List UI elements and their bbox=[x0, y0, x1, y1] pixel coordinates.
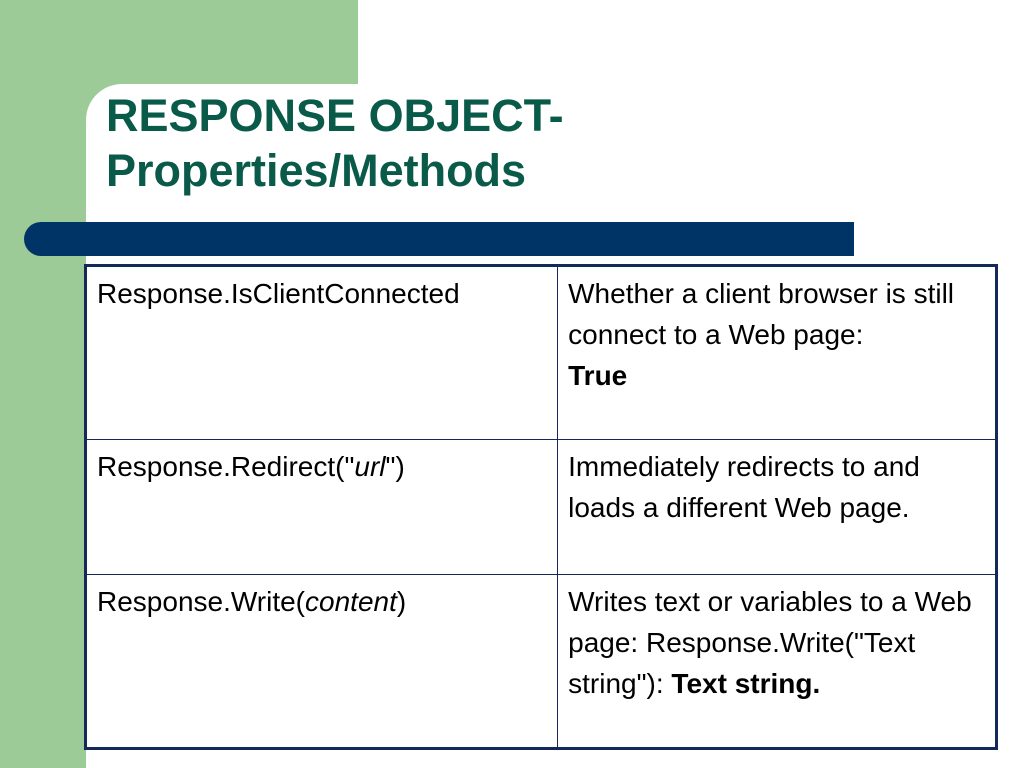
property-return-value: True bbox=[568, 360, 628, 391]
property-description: Writes text or variables to a Web page: bbox=[568, 586, 972, 658]
property-description: Immediately redirects to and loads a dif… bbox=[568, 451, 920, 523]
table-row: Response.Redirect("url") Immediately red… bbox=[84, 439, 997, 575]
table-row: Response.IsClientConnected Whether a cli… bbox=[84, 265, 997, 440]
slide-title: RESPONSE OBJECT- Properties/Methods bbox=[106, 88, 564, 198]
method-name-prefix: Response.Redirect(" bbox=[97, 451, 355, 482]
method-name-prefix: Response.Write( bbox=[97, 586, 306, 617]
slide-title-line-1: RESPONSE OBJECT- bbox=[106, 90, 564, 141]
property-name-cell: Response.IsClientConnected bbox=[84, 265, 559, 440]
property-description: Whether a client browser is still connec… bbox=[568, 278, 955, 350]
method-argument: content bbox=[305, 586, 397, 617]
property-name-cell: Response.Write(content) bbox=[84, 574, 559, 749]
table-row: Response.Write(content) Writes text or v… bbox=[84, 574, 997, 749]
title-underline-bar bbox=[24, 222, 854, 256]
method-argument: url bbox=[354, 451, 386, 482]
property-description-cell: Whether a client browser is still connec… bbox=[557, 265, 997, 440]
property-name-cell: Response.Redirect("url") bbox=[84, 439, 559, 575]
method-name-suffix: ) bbox=[396, 586, 407, 617]
properties-table: Response.IsClientConnected Whether a cli… bbox=[84, 264, 998, 750]
property-description-cell: Writes text or variables to a Web page: … bbox=[557, 574, 997, 749]
code-example: Response.Write("Text string"): bbox=[568, 627, 916, 699]
property-description-cell: Immediately redirects to and loads a dif… bbox=[557, 439, 997, 575]
property-name: Response.IsClientConnected bbox=[97, 278, 460, 309]
slide-title-line-2: Properties/Methods bbox=[106, 145, 527, 196]
method-name-suffix: ") bbox=[385, 451, 405, 482]
example-output: Text string. bbox=[671, 668, 821, 699]
